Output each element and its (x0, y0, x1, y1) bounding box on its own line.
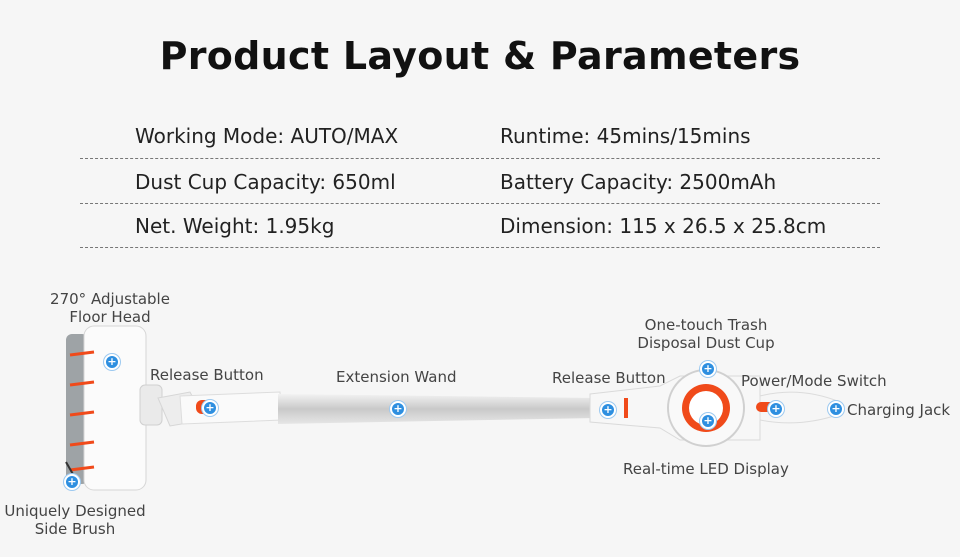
label-floor-head-line1: 270° Adjustable (50, 290, 170, 308)
label-trash-line1: One-touch Trash (644, 316, 768, 334)
plus-hotspot-icon[interactable]: + (64, 474, 80, 490)
plus-hotspot-icon[interactable]: + (700, 361, 716, 377)
neck (157, 391, 283, 427)
divider (80, 247, 880, 248)
label-led-display: Real-time LED Display (623, 460, 789, 478)
plus-hotspot-icon[interactable]: + (600, 402, 616, 418)
label-side-brush-line2: Side Brush (34, 520, 116, 538)
label-release-button-left: Release Button (150, 366, 264, 384)
label-trash-line2: Disposal Dust Cup (637, 334, 775, 352)
label-extension-wand: Extension Wand (336, 368, 457, 386)
plus-hotspot-icon[interactable]: + (390, 401, 406, 417)
label-power-mode-switch: Power/Mode Switch (741, 372, 887, 390)
label-floor-head-line2: Floor Head (69, 308, 151, 326)
spec-weight: Net. Weight: 1.95kg (135, 214, 335, 238)
extension-wand (278, 394, 596, 424)
plus-hotspot-icon[interactable]: + (828, 401, 844, 417)
spec-dimension: Dimension: 115 x 26.5 x 25.8cm (500, 214, 827, 238)
divider (80, 158, 880, 159)
plus-hotspot-icon[interactable]: + (202, 400, 218, 416)
plus-hotspot-icon[interactable]: + (104, 354, 120, 370)
divider (80, 203, 880, 204)
label-release-button-right: Release Button (552, 369, 666, 387)
plus-hotspot-icon[interactable]: + (700, 413, 716, 429)
floor-head (65, 325, 163, 491)
page-title: Product Layout & Parameters (159, 34, 801, 78)
plus-hotspot-icon[interactable]: + (768, 401, 784, 417)
spec-working-mode: Working Mode: AUTO/MAX (135, 124, 399, 148)
spec-dust-cup: Dust Cup Capacity: 650ml (135, 170, 396, 194)
spec-battery: Battery Capacity: 2500mAh (500, 170, 777, 194)
label-charging-jack: Charging Jack (847, 401, 951, 419)
spec-runtime: Runtime: 45mins/15mins (500, 124, 751, 148)
label-side-brush-line1: Uniquely Designed (4, 502, 146, 520)
